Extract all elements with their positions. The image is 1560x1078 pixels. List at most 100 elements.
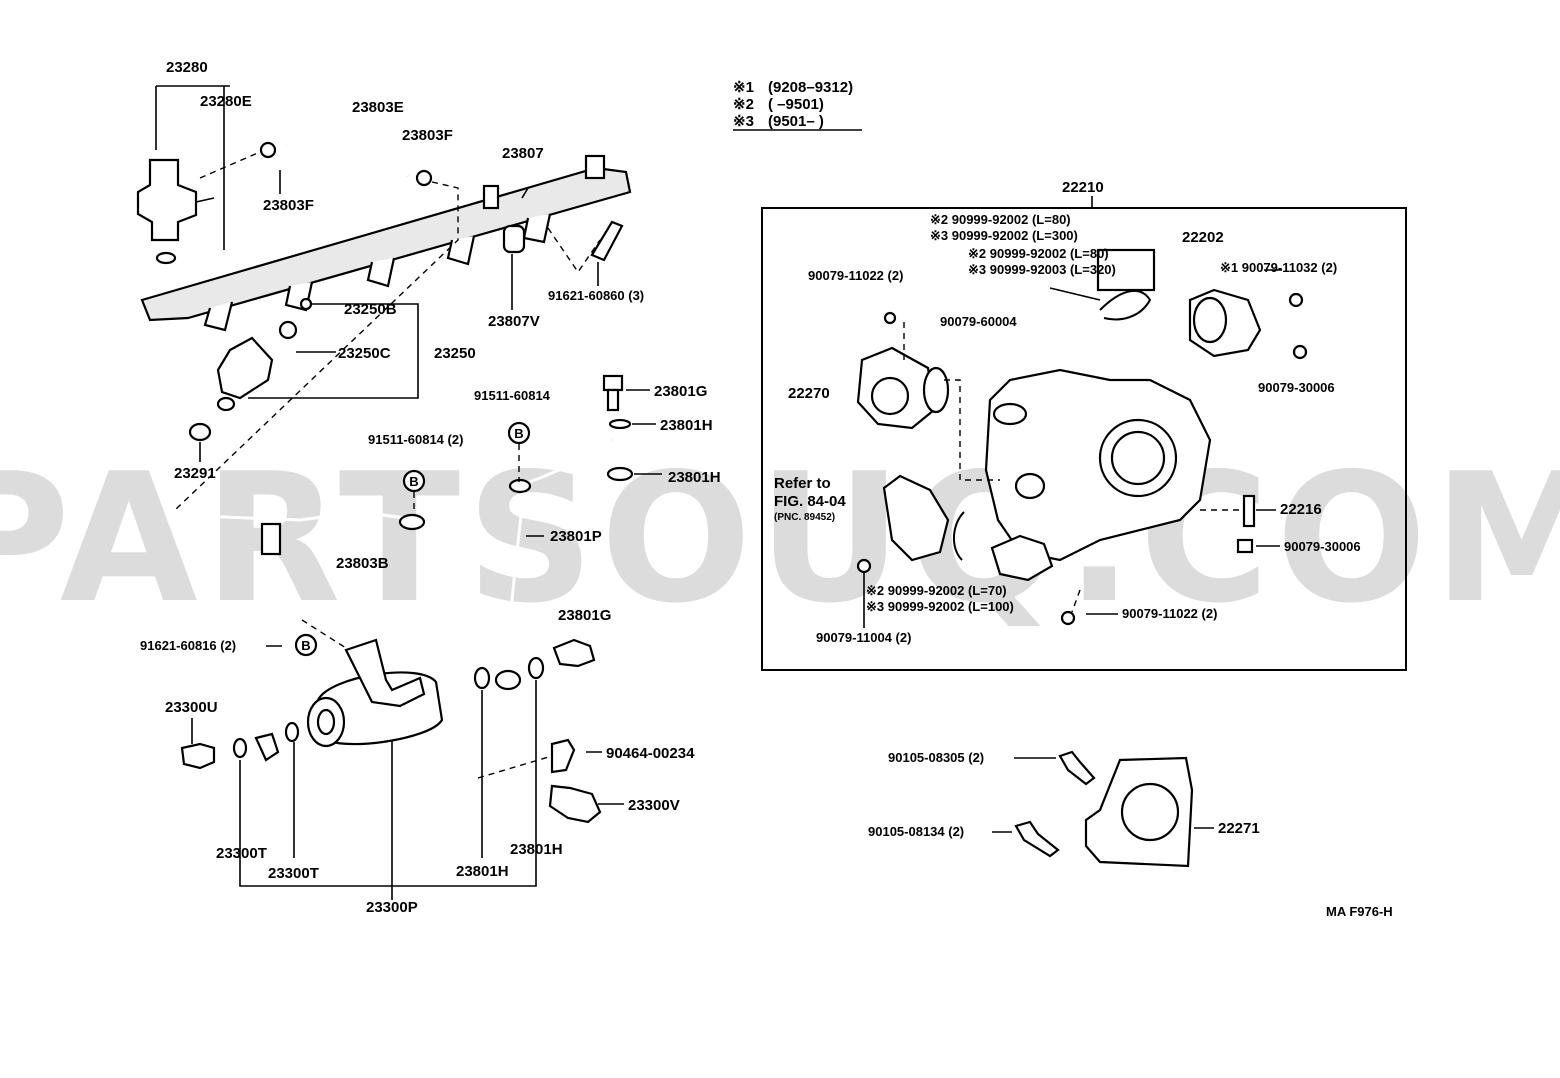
label-91621-60860: 91621-60860 (3) bbox=[548, 288, 644, 303]
union-eye bbox=[494, 669, 522, 691]
clamp-23803F-b[interactable] bbox=[415, 169, 433, 187]
leaders-gasket bbox=[992, 757, 1214, 833]
label-23250: 23250 bbox=[434, 345, 476, 362]
marker-b-3 bbox=[294, 633, 318, 657]
label-90079-11022-b: 90079-11022 (2) bbox=[1122, 606, 1217, 621]
leader-dash-filter bbox=[301, 619, 347, 649]
fuel-filter-group bbox=[180, 619, 624, 900]
screw-90079-11032[interactable] bbox=[1288, 292, 1304, 308]
clamp-23803F-a[interactable] bbox=[259, 141, 277, 159]
label-90079-30006-a: 90079-30006 bbox=[1258, 380, 1335, 395]
oring-90079-60004[interactable] bbox=[922, 366, 950, 414]
label-refer-1: Refer to bbox=[774, 475, 831, 492]
label-23801H-2: 23801H bbox=[668, 469, 721, 486]
pipe-clamp-b bbox=[398, 513, 426, 531]
legend-mark-2: ※2 bbox=[733, 96, 754, 113]
screw-90079-11022-a[interactable] bbox=[883, 311, 897, 325]
marker-b-1-text: B bbox=[514, 426, 523, 441]
injector-23250[interactable] bbox=[216, 336, 274, 400]
throttle-body[interactable] bbox=[984, 368, 1212, 562]
gasket-23801H-4[interactable] bbox=[527, 656, 545, 680]
leader-hose-top bbox=[1049, 287, 1101, 301]
pipe-union bbox=[482, 184, 500, 210]
gasket-23300T-b[interactable] bbox=[284, 721, 300, 743]
washer-90079-30006-a[interactable] bbox=[1292, 344, 1308, 360]
bolt-90105-08305[interactable] bbox=[1058, 750, 1096, 786]
label-23803F-top: 23803F bbox=[402, 127, 453, 144]
label-22271: 22271 bbox=[1218, 820, 1260, 837]
gasket-23801H-3[interactable] bbox=[473, 666, 491, 690]
label-m3-300: ※3 90999-92002 (L=300) bbox=[930, 228, 1078, 243]
fuel-hose[interactable] bbox=[329, 761, 555, 797]
label-23801G-top: 23801G bbox=[654, 383, 707, 400]
label-m3-100: ※3 90999-92002 (L=100) bbox=[866, 599, 1014, 614]
label-23807V: 23807V bbox=[488, 313, 540, 330]
filter-outlet bbox=[316, 708, 336, 736]
label-23280: 23280 bbox=[166, 59, 208, 76]
bracket-23250 bbox=[248, 303, 419, 399]
regulator-oring[interactable] bbox=[155, 251, 177, 265]
label-m3-320: ※3 90999-92003 (L=320) bbox=[968, 262, 1116, 277]
valve-face bbox=[1192, 296, 1228, 344]
bolt-23300U[interactable] bbox=[180, 742, 216, 770]
leader-dash-1 bbox=[199, 151, 261, 179]
labels: 23280 23280E 23803E 23803F 23803F 23807 … bbox=[140, 59, 1393, 919]
insulator-23250C[interactable] bbox=[278, 320, 298, 340]
label-91621-60816: 91621-60816 (2) bbox=[140, 638, 236, 653]
marker-b-2 bbox=[402, 469, 426, 493]
label-23807: 23807 bbox=[502, 145, 544, 162]
label-m1-11032: ※1 90079-11032 (2) bbox=[1220, 260, 1337, 275]
washer-90079-30006-b[interactable] bbox=[1236, 538, 1254, 554]
marker-b-1 bbox=[507, 421, 531, 445]
label-22202: 22202 bbox=[1182, 229, 1224, 246]
label-23300V: 23300V bbox=[628, 797, 680, 814]
label-23291: 23291 bbox=[174, 465, 216, 482]
bolt-head-23801G-top[interactable] bbox=[602, 374, 624, 392]
screw-90079-11004[interactable] bbox=[856, 558, 872, 574]
bolt-23801G[interactable] bbox=[552, 638, 596, 668]
grommet-23807V[interactable] bbox=[502, 224, 526, 254]
bracket-bottom bbox=[239, 680, 537, 900]
label-23801G: 23801G bbox=[558, 607, 611, 624]
sensor-refer-84-04[interactable] bbox=[882, 474, 950, 562]
label-90079-11022-2: 90079-11022 (2) bbox=[808, 268, 903, 283]
clip-90464-00234[interactable] bbox=[550, 738, 576, 774]
label-23803E: 23803E bbox=[352, 99, 404, 116]
injector-bosses bbox=[203, 213, 552, 332]
filter-bracket bbox=[344, 638, 426, 708]
label-22216: 22216 bbox=[1280, 501, 1322, 518]
gasket-23801H-1[interactable] bbox=[608, 418, 632, 430]
label-23801P: 23801P bbox=[550, 528, 602, 545]
leaders-filter bbox=[191, 645, 624, 805]
gasket-22216[interactable] bbox=[1242, 494, 1256, 528]
legend-mark-1: ※1 bbox=[733, 79, 754, 96]
leader-dash-3 bbox=[547, 227, 601, 274]
label-23300U: 23300U bbox=[165, 699, 218, 716]
pressure-regulator[interactable] bbox=[136, 158, 198, 242]
bolt-shank-23801G-top bbox=[606, 388, 620, 412]
label-diagram-code: MA F976-H bbox=[1326, 904, 1393, 919]
idle-speed-valve[interactable] bbox=[990, 534, 1054, 582]
leader-dash-clip bbox=[477, 755, 553, 779]
pipe-bracket-a bbox=[260, 522, 282, 556]
oring-23250B[interactable] bbox=[299, 297, 313, 311]
leaders-right bbox=[863, 269, 1282, 628]
gasket-group bbox=[992, 750, 1214, 868]
label-23300T-1: 23300T bbox=[216, 845, 267, 862]
label-23801H-1: 23801H bbox=[660, 417, 713, 434]
label-23801H-3: 23801H bbox=[510, 841, 563, 858]
gasket-23801H-2[interactable] bbox=[606, 466, 634, 482]
bolt-90105-08134[interactable] bbox=[1014, 820, 1060, 858]
hose-90999-92002-top[interactable] bbox=[1099, 290, 1152, 321]
legend: ※1 (9208–9312) ※2 ( –9501) ※3 (9501– ) bbox=[733, 79, 862, 131]
grommet-23291[interactable] bbox=[188, 422, 212, 442]
screw-90079-11022-b[interactable] bbox=[1060, 610, 1076, 626]
connector-23300V[interactable] bbox=[548, 784, 602, 824]
hose-90999-92002-bottom[interactable] bbox=[953, 511, 965, 561]
label-refer-2: FIG. 84-04 bbox=[774, 493, 846, 510]
bolt-91621-60860[interactable] bbox=[590, 220, 624, 262]
leaders-right-top bbox=[526, 389, 662, 537]
regulator-nipple bbox=[195, 197, 215, 203]
gasket-23300T-a[interactable] bbox=[232, 737, 248, 759]
